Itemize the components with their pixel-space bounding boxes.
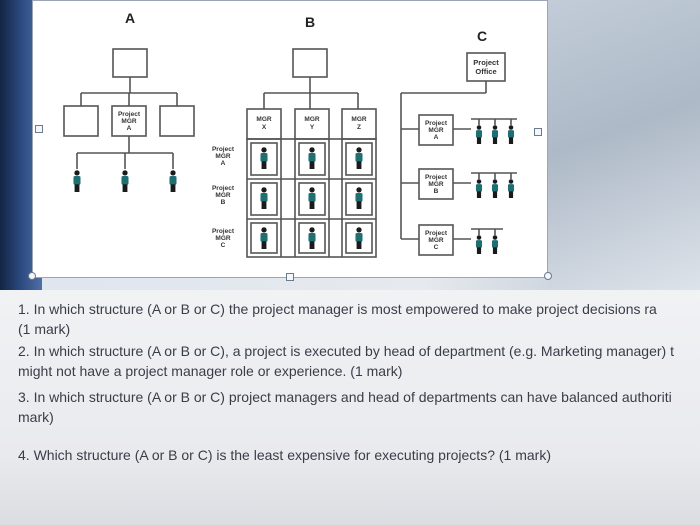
b-row-c-label3: C: [221, 242, 226, 249]
a-pm-label-line3: A: [127, 125, 132, 132]
person-icon: [491, 235, 499, 254]
resize-handle-bottom-center[interactable]: [286, 273, 294, 281]
a-top-box: [112, 48, 148, 78]
c-pm-a-label3: A: [434, 134, 439, 141]
question-1-line1: 1. In which structure (A or B or C) the …: [18, 301, 657, 317]
b-col-y-box: [294, 108, 330, 140]
b-row-b-label1: Project: [212, 185, 235, 192]
b-row-c-label1: Project: [212, 228, 235, 235]
person-icon: [355, 147, 363, 169]
b-row-a-label3: A: [221, 160, 226, 167]
person-icon: [491, 179, 499, 198]
c-pm-b-label3: B: [434, 188, 439, 195]
b-col-x-label2: X: [262, 124, 267, 131]
c-pm-c-box: [418, 224, 454, 256]
b-col-x-label1: MGR: [256, 116, 271, 123]
structure-label-a: A: [125, 10, 135, 26]
person-icon: [507, 179, 515, 198]
a-pm-label-line1: Project: [118, 111, 141, 118]
structure-label-b: B: [305, 14, 315, 30]
b-row-a-label2: MGR: [215, 153, 230, 160]
c-project-office-box: [466, 52, 506, 82]
b-row-b-label2: MGR: [215, 192, 230, 199]
person-icon: [507, 125, 515, 144]
person-icon: [491, 125, 499, 144]
question-4-line1: 4. Which structure (A or B or C) is the …: [18, 447, 551, 463]
b-top-box: [292, 48, 328, 78]
b-row-c-label2: MGR: [215, 235, 230, 242]
person-icon: [475, 179, 483, 198]
c-office-label1: Project: [473, 58, 499, 67]
structure-label-c: C: [477, 28, 487, 44]
person-icon: [308, 147, 316, 169]
resize-handle-bottom-left[interactable]: [28, 272, 36, 280]
a-left-box: [63, 105, 99, 137]
resize-handle-left-middle[interactable]: [35, 125, 43, 133]
question-3-line1: 3. In which structure (A or B or C) proj…: [18, 389, 672, 405]
background-panel: [548, 0, 700, 290]
c-pm-a-label1: Project: [425, 120, 448, 127]
a-pm-box: [111, 105, 147, 137]
c-pm-a-label2: MGR: [428, 127, 443, 134]
c-pm-b-label2: MGR: [428, 181, 443, 188]
b-col-x-box: [246, 108, 282, 140]
person-icon: [308, 227, 316, 249]
a-pm-label-line2: MGR: [121, 118, 136, 125]
a-right-box: [159, 105, 195, 137]
c-pm-c-label2: MGR: [428, 237, 443, 244]
b-row-a-label1: Project: [212, 146, 235, 153]
person-icon: [475, 235, 483, 254]
resize-handle-right-middle[interactable]: [534, 128, 542, 136]
c-pm-c-label1: Project: [425, 230, 448, 237]
question-2-line2: might not have a project manager role or…: [18, 363, 403, 379]
question-3-line2: mark): [18, 409, 54, 425]
person-icon: [260, 227, 268, 249]
b-matrix-grid: [246, 138, 377, 258]
c-office-label2: Office: [475, 67, 496, 76]
person-icon: [260, 187, 268, 209]
b-col-y-label2: Y: [310, 124, 315, 131]
question-1-line2: (1 mark): [18, 321, 71, 337]
b-row-b-label3: B: [221, 199, 226, 206]
c-pm-a-box: [418, 114, 454, 146]
person-icon: [355, 187, 363, 209]
c-pm-c-label3: C: [434, 244, 439, 251]
b-col-z-box: [341, 108, 377, 140]
b-col-y-label1: MGR: [304, 116, 319, 123]
person-icon: [475, 125, 483, 144]
c-pm-b-box: [418, 168, 454, 200]
b-col-z-label1: MGR: [351, 116, 366, 123]
person-icon: [169, 170, 177, 192]
people-icons: [73, 125, 515, 254]
diagram-canvas: A B C Project MGR A MGR X MGR Y MGR Z Pr…: [63, 10, 517, 258]
org-structure-diagram[interactable]: A B C Project MGR A MGR X MGR Y MGR Z Pr…: [32, 0, 548, 278]
c-pm-b-label1: Project: [425, 174, 448, 181]
person-icon: [308, 187, 316, 209]
b-col-z-label2: Z: [357, 124, 361, 131]
document-page: 1. In which structure (A or B or C) the …: [0, 290, 700, 525]
person-icon: [121, 170, 129, 192]
question-2-line1: 2. In which structure (A or B or C), a p…: [18, 343, 674, 359]
person-icon: [73, 170, 81, 192]
resize-handle-bottom-right[interactable]: [544, 272, 552, 280]
person-icon: [260, 147, 268, 169]
person-icon: [355, 227, 363, 249]
